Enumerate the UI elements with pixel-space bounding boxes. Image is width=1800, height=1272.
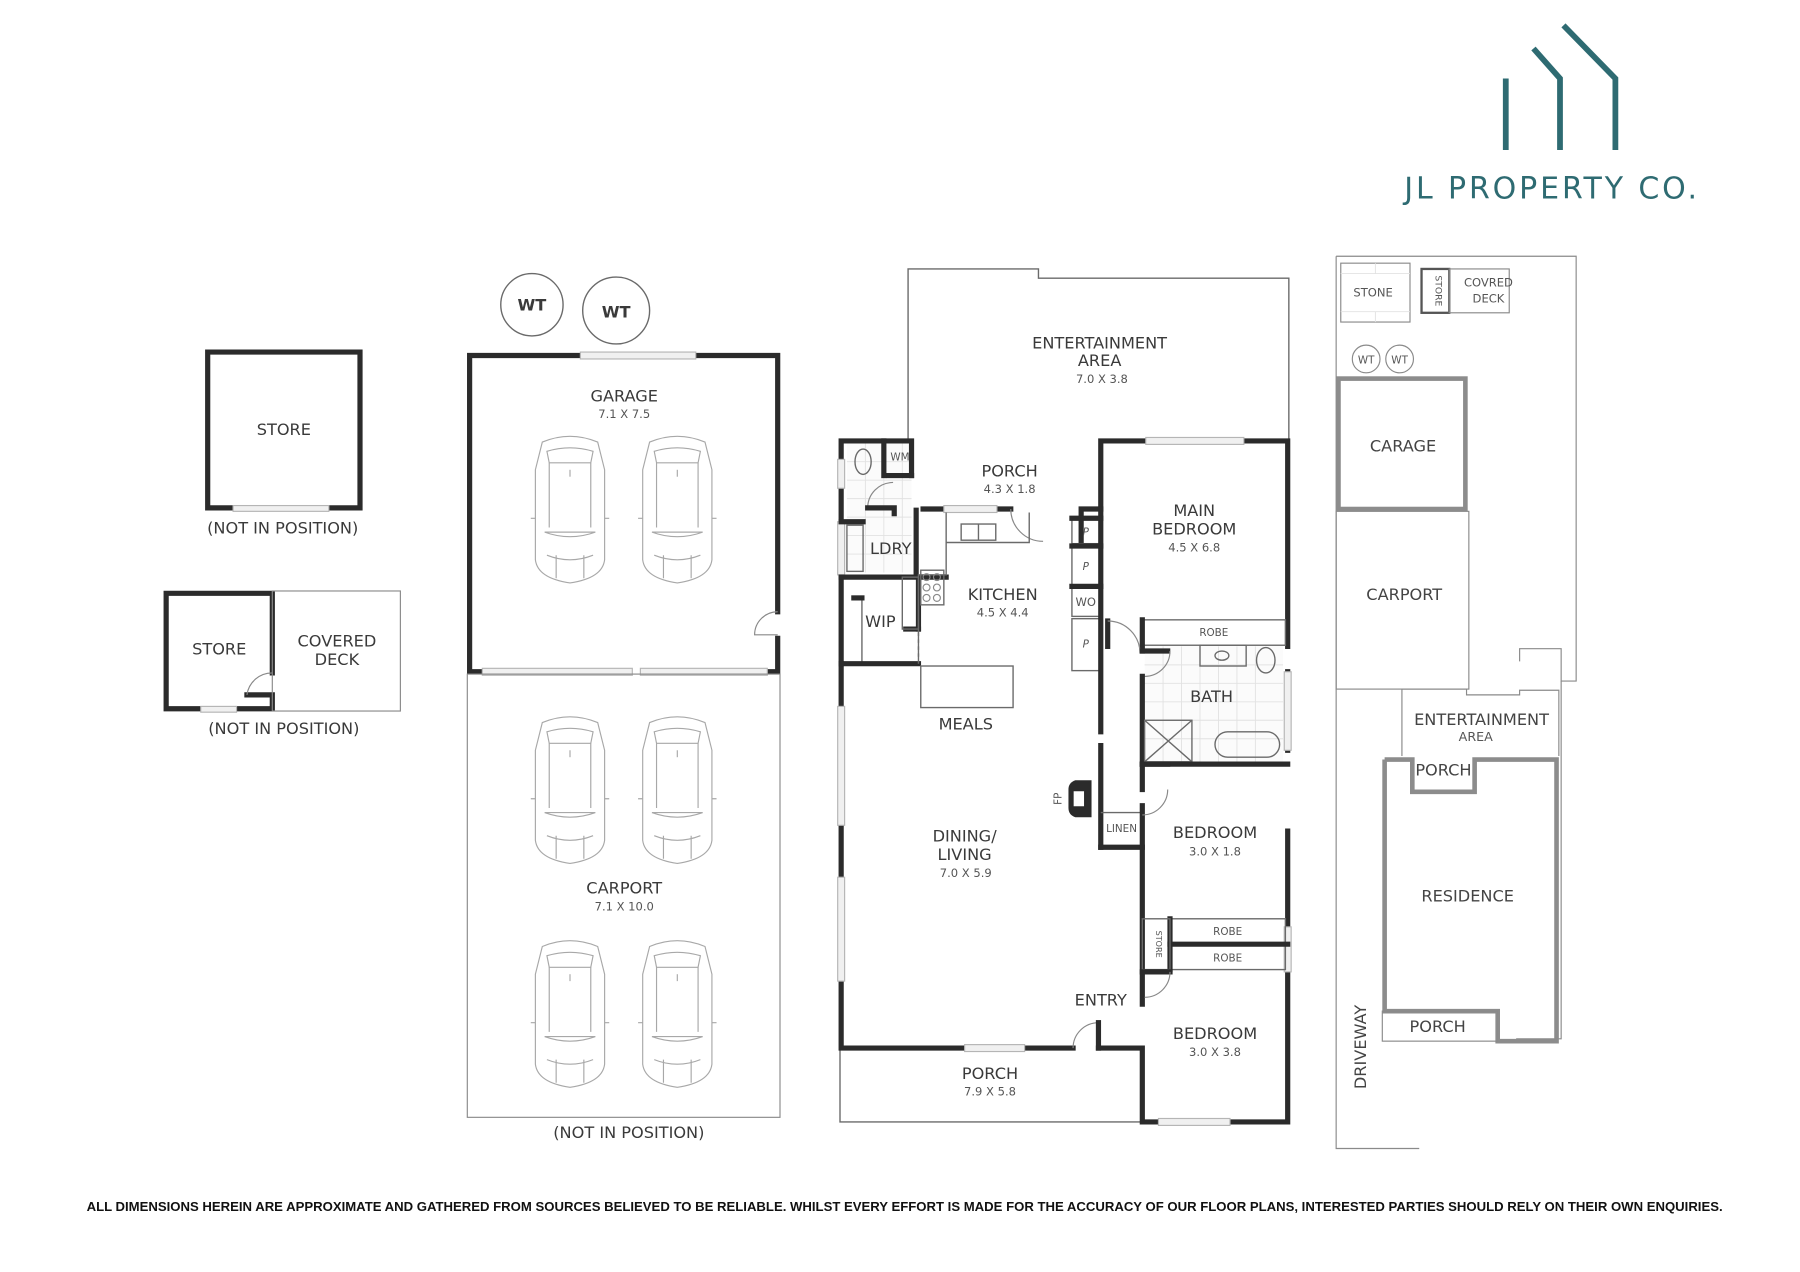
bedroom-3-dims: 3.0 X 3.8 <box>1189 1045 1241 1059</box>
site-entertainment-label-1: ENTERTAINMENT <box>1414 710 1549 729</box>
carport-dims: 7.1 X 10.0 <box>595 900 654 914</box>
porch-front-label: PORCH <box>962 1064 1018 1083</box>
wip-label: WIP <box>865 612 896 631</box>
car-icon <box>637 716 718 864</box>
basin-icon <box>1214 650 1230 661</box>
kitchen-dims: 4.5 X 4.4 <box>977 605 1029 619</box>
site-covered-deck-label-1: COVRED <box>1464 275 1513 289</box>
bath-label: BATH <box>1190 687 1233 706</box>
site-porch-bottom-label: PORCH <box>1410 1017 1466 1036</box>
house-lines-icon <box>1502 23 1619 151</box>
svg-text:WT: WT <box>518 295 547 314</box>
entertainment-dims: 7.0 X 3.8 <box>1076 372 1128 386</box>
site-plan: STONE STORE COVRED DECK WT WT CARAGE CAR… <box>1335 255 1577 1150</box>
meals-label: MEALS <box>939 714 993 733</box>
dining-label-2: LIVING <box>938 845 992 864</box>
bedroom-2-label: BEDROOM <box>1173 823 1257 842</box>
car-icon <box>637 940 718 1088</box>
store-1-note: (NOT IN POSITION) <box>207 518 358 537</box>
linen-label: LINEN <box>1106 823 1137 835</box>
porch-front-dims: 7.9 X 5.8 <box>964 1084 1016 1098</box>
pantry-label-4: P <box>1083 639 1090 651</box>
main-robe-label: ROBE <box>1199 627 1228 639</box>
main-bedroom-label-1: MAIN <box>1173 501 1215 520</box>
porch-rear-label: PORCH <box>981 462 1037 481</box>
site-carport-label: CARPORT <box>1366 585 1442 604</box>
pantry-label-3: WO <box>1076 595 1096 609</box>
main-house: ENTERTAINMENT AREA 7.0 X 3.8 <box>837 268 1292 1126</box>
toilet-icon <box>854 448 872 476</box>
water-tank-2: WT <box>581 276 651 345</box>
disclaimer: ALL DIMENSIONS HEREIN ARE APPROXIMATE AN… <box>87 1199 1723 1214</box>
site-porch-top-label: PORCH <box>1415 761 1471 780</box>
hall-store-label: STORE <box>1154 931 1163 958</box>
entertainment-label-1: ENTERTAINMENT <box>1032 334 1167 353</box>
car-icon <box>530 435 610 584</box>
store-1: STORE (NOT IN POSITION) <box>205 349 363 537</box>
cooktop-icon <box>920 569 945 606</box>
garage-dims: 7.1 X 7.5 <box>598 407 650 421</box>
brand-logo: JL PROPERTY CO. <box>1402 23 1700 207</box>
site-driveway-label: DRIVEWAY <box>1351 1005 1370 1090</box>
entry-label: ENTRY <box>1075 990 1127 1009</box>
fireplace-label: FP <box>1053 793 1065 805</box>
bathtub-icon <box>1214 731 1281 758</box>
dining-dims: 7.0 X 5.9 <box>940 866 992 880</box>
robe-label-1: ROBE <box>1213 926 1242 938</box>
store-2: STORE COVERED DECK (NOT IN POSITION) <box>163 590 401 738</box>
site-water-tank-2: WT <box>1391 355 1408 367</box>
site-residence-label: RESIDENCE <box>1421 886 1514 905</box>
bedroom-2-dims: 3.0 X 1.8 <box>1189 844 1241 858</box>
fireplace-icon <box>1068 780 1092 818</box>
dining-label-1: DINING/ <box>933 826 998 845</box>
site-garage-label: CARAGE <box>1370 436 1436 455</box>
laundry-sink-icon <box>846 524 864 573</box>
store-2-note: (NOT IN POSITION) <box>208 719 359 738</box>
car-icon <box>637 435 718 584</box>
entertainment-label-2: AREA <box>1078 351 1121 370</box>
bedroom-3-label: BEDROOM <box>1173 1024 1257 1043</box>
svg-text:WT: WT <box>602 302 631 321</box>
porch-rear-dims: 4.3 X 1.8 <box>984 482 1036 496</box>
site-stone-label: STONE <box>1353 286 1392 300</box>
toilet-icon <box>1255 646 1276 674</box>
store-2-label: STORE <box>192 639 246 658</box>
washing-machine-label: WM <box>890 452 909 464</box>
site-entertainment-label-2: AREA <box>1459 729 1494 744</box>
kitchen-label: KITCHEN <box>968 585 1038 604</box>
main-bedroom-dims: 4.5 X 6.8 <box>1168 541 1220 555</box>
garage-block-note: (NOT IN POSITION) <box>553 1123 704 1142</box>
carport-label: CARPORT <box>586 878 662 897</box>
brand-name: JL PROPERTY CO. <box>1402 172 1700 207</box>
pantry-label-2: P <box>1083 561 1090 573</box>
store-1-label: STORE <box>257 420 311 439</box>
pantry-label-1: P <box>1083 527 1090 539</box>
car-icon <box>530 716 610 864</box>
garage-label: GARAGE <box>590 387 658 406</box>
water-tank-1: WT <box>500 272 564 337</box>
site-store-label: STORE <box>1432 275 1443 306</box>
robe-label-2: ROBE <box>1213 953 1242 965</box>
covered-deck-label-2: DECK <box>315 650 360 669</box>
car-icon <box>530 940 610 1088</box>
site-covered-deck-label-2: DECK <box>1473 291 1505 305</box>
island-bench <box>920 665 1014 709</box>
covered-deck-label-1: COVERED <box>298 631 377 650</box>
site-water-tank-1: WT <box>1358 355 1375 367</box>
laundry-label: LDRY <box>870 539 912 558</box>
main-bedroom-label-2: BEDROOM <box>1152 519 1236 538</box>
garage-block: WT WT GARAGE 7.1 X 7.5 CARPORT 7.1 X 10.… <box>466 272 781 1142</box>
